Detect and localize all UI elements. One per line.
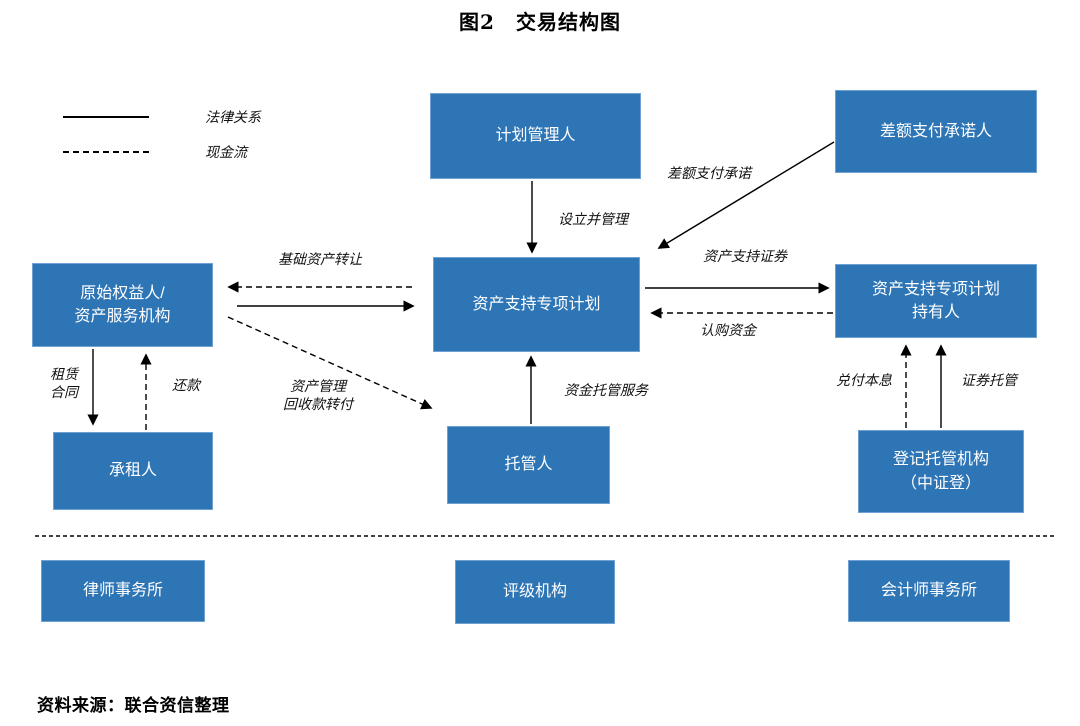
edge-label-subscription-funds: 认购资金 (700, 322, 756, 340)
edge-label-principal-interest-payment: 兑付本息 (836, 372, 892, 390)
edge-label-line: 合同 (50, 385, 78, 401)
edge-label-lease-contract: 租赁合同 (50, 366, 78, 402)
node-registrar-csdc: 登记托管机构 （中证登） (858, 430, 1024, 513)
legend-label-legal-relation: 法律关系 (205, 110, 261, 126)
node-label: 评级机构 (502, 583, 567, 601)
node-label: 资产支持专项计划 (472, 295, 601, 313)
edge-label-line: 差额支付承诺 (667, 165, 751, 182)
edge-label-repayment: 还款 (172, 377, 200, 395)
node-label: 登记托管机构 (892, 451, 989, 469)
legend-item-cash-flow: 现金流 (63, 142, 247, 162)
edge-label-difference-payment-promise: 差额支付承诺 (667, 165, 751, 183)
node-label: 计划管理人 (495, 127, 576, 145)
node-label: 资产服务机构 (74, 308, 171, 325)
node-lessee: 承租人 (53, 432, 213, 510)
node-difference-payment-promisor: 差额支付承诺人 (835, 90, 1037, 173)
edge-label-line: 兑付本息 (836, 372, 892, 389)
node-originator-asset-servicer: 原始权益人/资产服务机构 (32, 263, 213, 347)
edge-label-collection-transfer: 资产管理回收款转付 (283, 378, 353, 414)
source-note: 资料来源：联合资信整理 (37, 696, 230, 716)
node-label: 律师事务所 (82, 582, 163, 600)
node-label: 持有人 (911, 304, 960, 321)
edge-label-asset-transfer: 基础资产转让 (278, 251, 362, 269)
node-abs-plan-holders: 资产支持专项计划持有人 (835, 264, 1037, 338)
node-law-firm: 律师事务所 (41, 560, 205, 622)
figure-title: 图2 交易结构图 (459, 10, 621, 34)
edge-label-line: 设立并管理 (558, 211, 628, 228)
edge-label-line: 租赁 (50, 366, 78, 383)
node-custodian: 托管人 (447, 426, 610, 504)
edge-label-line: 资产管理 (290, 378, 346, 395)
legend-item-legal-relation: 法律关系 (63, 107, 261, 127)
node-label: 托管人 (504, 456, 553, 474)
node-label: 资产支持专项计划 (871, 280, 1000, 298)
edge-label-abs-securities: 资产支持证券 (703, 248, 787, 266)
node-label: （中证登） (900, 474, 981, 492)
edge-label-fund-custody-service: 资金托管服务 (564, 382, 648, 400)
edge-label-line: 基础资产转让 (278, 251, 362, 268)
node-label: 会计师事务所 (880, 582, 977, 600)
edge-label-establish-and-manage: 设立并管理 (558, 211, 628, 229)
edge-label-line: 还款 (172, 377, 200, 394)
node-label: 承租人 (108, 462, 157, 480)
edge-label-securities-custody: 证券托管 (961, 372, 1017, 390)
node-label: 原始权益人/ (80, 284, 165, 302)
solid-line-sample (63, 116, 149, 118)
node-label: 差额支付承诺人 (879, 122, 992, 140)
edge-label-line: 资金托管服务 (564, 382, 648, 399)
node-abs-special-plan: 资产支持专项计划 (433, 257, 640, 352)
dashed-line-sample (63, 151, 149, 153)
node-rating-agency: 评级机构 (455, 560, 615, 624)
edge-label-line: 认购资金 (700, 322, 756, 339)
edge-collection-transfer (227, 316, 433, 410)
edge-label-line: 回收款转付 (283, 397, 353, 413)
legend-label-cash-flow: 现金流 (205, 145, 247, 161)
node-plan-manager: 计划管理人 (430, 93, 641, 179)
node-accounting-firm: 会计师事务所 (848, 560, 1010, 622)
edge-label-line: 证券托管 (961, 372, 1017, 389)
edge-label-line: 资产支持证券 (703, 248, 787, 265)
edge-difference-payment-promise (657, 141, 835, 249)
